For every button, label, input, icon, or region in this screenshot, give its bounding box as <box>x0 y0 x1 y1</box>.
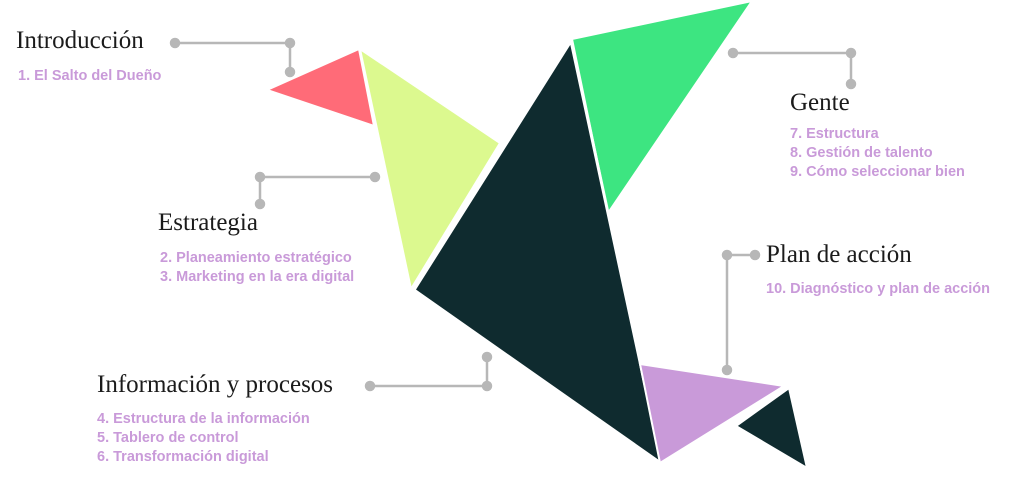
connectors <box>169 37 857 392</box>
section-title-gente: Gente <box>790 89 850 116</box>
list-item: 2. Planeamiento estratégico <box>160 250 352 266</box>
connector-estrategia <box>254 171 381 210</box>
list-item: 5. Tablero de control <box>97 430 239 446</box>
list-item: 4. Estructura de la información <box>97 411 310 427</box>
section-items-introduccion: 1. El Salto del Dueño <box>18 67 161 86</box>
connector-gente <box>727 47 857 90</box>
list-item: 9. Cómo seleccionar bien <box>790 164 965 180</box>
dark-triangle <box>411 37 665 468</box>
section-title-estrategia: Estrategia <box>158 209 258 236</box>
connector-introduccion <box>169 37 296 78</box>
lilac-triangle <box>638 362 787 465</box>
list-item: 10. Diagnóstico y plan de acción <box>766 281 991 297</box>
section-items-gente: 7. Estructura 8. Gestión de talento 9. C… <box>790 125 965 182</box>
list-item: 1. El Salto del Dueño <box>18 68 162 84</box>
section-title-plan: Plan de acción <box>766 241 912 268</box>
section-items-informacion: 4. Estructura de la información 5. Table… <box>97 410 310 467</box>
section-title-informacion: Información y procesos <box>97 371 334 398</box>
tail-triangle <box>734 386 809 471</box>
list-item: 7. Estructura <box>790 126 879 142</box>
list-item: 3. Marketing en la era digital <box>160 269 355 285</box>
connector-plan <box>721 249 761 376</box>
list-item: 6. Transformación digital <box>97 449 269 465</box>
section-title-introduccion: Introducción <box>16 27 144 54</box>
section-items-estrategia: 2. Planeamiento estratégico 3. Marketing… <box>160 249 354 287</box>
section-items-plan: 10. Diagnóstico y plan de acción <box>766 280 990 299</box>
connector-informacion <box>364 351 493 392</box>
list-item: 8. Gestión de talento <box>790 145 933 161</box>
lime-triangle <box>358 46 502 292</box>
red-triangle <box>264 47 376 128</box>
